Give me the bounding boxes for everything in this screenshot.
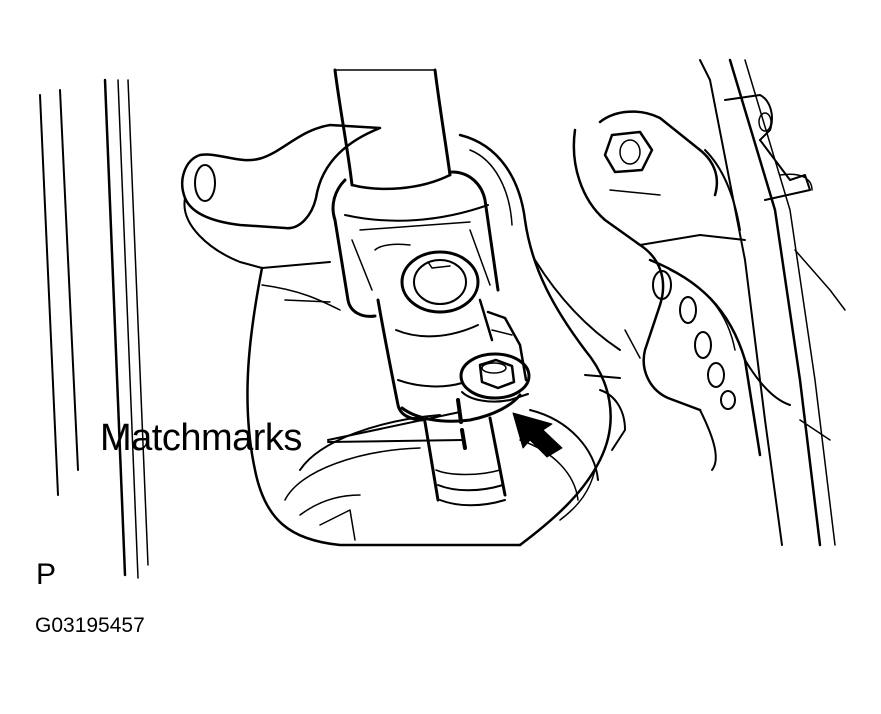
steering-gear-housing [182,125,620,545]
matchmarks-label: Matchmarks [100,417,302,459]
right-mounting-bracket [574,95,812,470]
pinch-bolt [461,354,529,402]
universal-joint [333,172,526,420]
steering-boot-rings [285,375,625,540]
matchmark-ticks [458,400,465,448]
lower-steering-shaft [402,395,520,505]
figure-id-label: G03195457 [35,614,145,637]
matchmarks-leader-lines [328,412,463,442]
right-frame-rails [700,60,845,545]
view-code-label: P [36,558,57,591]
left-frame-rails [40,80,148,578]
direction-arrow-icon [513,413,562,457]
upper-steering-shaft [335,70,450,189]
